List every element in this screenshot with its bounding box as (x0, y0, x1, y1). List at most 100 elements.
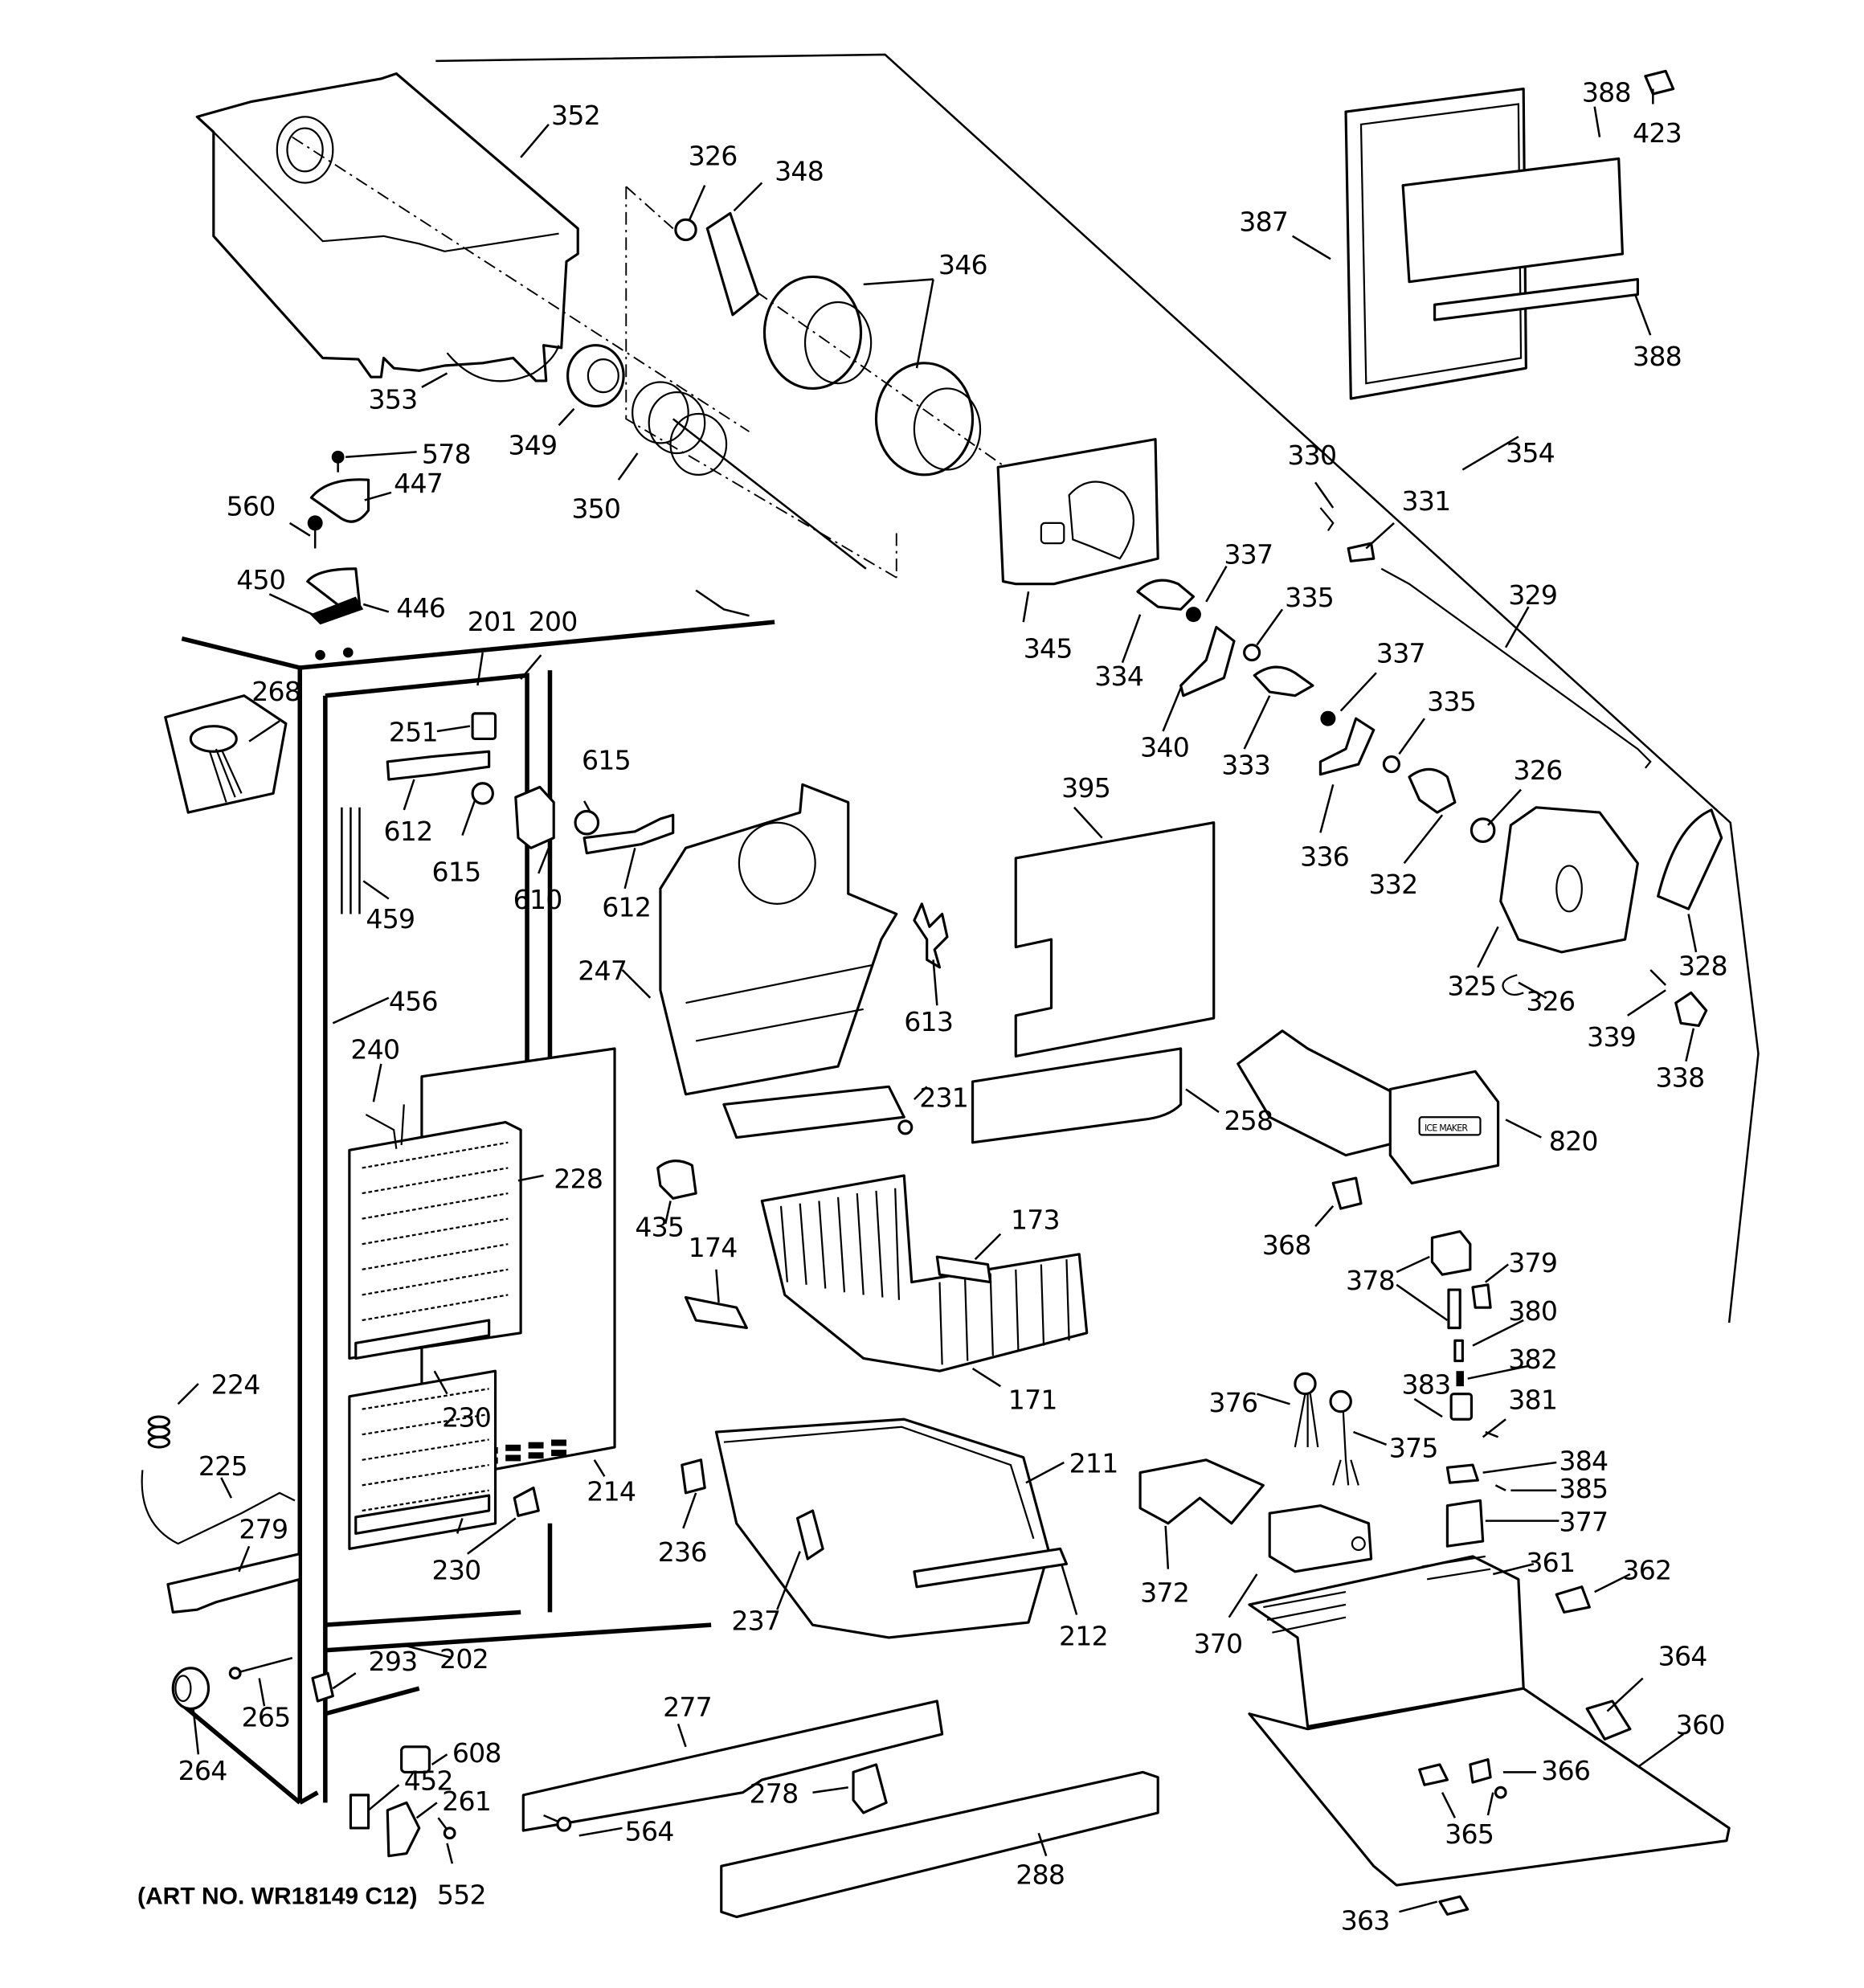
bracket-part-278[interactable] (852, 1763, 888, 1814)
auger-part-350[interactable] (632, 381, 867, 570)
motor-housing-part-325[interactable] (1499, 806, 1639, 954)
slide-part-173[interactable] (935, 1255, 992, 1284)
drain-tube-part-225[interactable] (141, 1470, 296, 1545)
retainer-part-326[interactable] (674, 218, 697, 242)
cam-part-334[interactable] (1136, 579, 1196, 611)
switch-part-251[interactable] (471, 712, 497, 741)
pin-part-265[interactable] (228, 1657, 293, 1680)
seat-part-384[interactable] (1445, 1463, 1479, 1484)
wire-part-353[interactable] (446, 345, 560, 382)
trim-part-388b[interactable] (1433, 277, 1639, 321)
screw-part-231[interactable] (897, 1119, 914, 1135)
callout-236: 236 (658, 1536, 707, 1568)
bracket-part-379[interactable] (1471, 1283, 1492, 1309)
bracket-part-447[interactable] (309, 478, 370, 523)
cover-part-395[interactable] (1014, 821, 1216, 1057)
support-part-364[interactable] (1585, 1700, 1632, 1741)
washer-part-335a[interactable] (1243, 643, 1261, 662)
fan-motor-part-610[interactable] (514, 785, 555, 849)
callout-364: 364 (1658, 1641, 1707, 1672)
channel-part-279[interactable] (166, 1552, 301, 1614)
screw-part-564[interactable] (543, 1814, 572, 1832)
defrost-thermostat-part-240[interactable] (365, 1104, 405, 1149)
spring-part-337b[interactable] (1320, 710, 1336, 726)
bracket-part-377[interactable] (1445, 1499, 1485, 1548)
clip-part-362[interactable] (1555, 1585, 1591, 1614)
handle-part-212[interactable] (913, 1547, 1069, 1589)
screw-part-578[interactable] (331, 450, 345, 472)
bracket-part-612a[interactable] (386, 750, 491, 781)
screw-part-552[interactable] (437, 1817, 456, 1840)
clip-part-230[interactable] (513, 1486, 540, 1517)
bracket-part-368[interactable] (1331, 1176, 1363, 1210)
cover-part-258[interactable] (971, 1047, 1183, 1144)
lamp-part-375[interactable] (1329, 1389, 1359, 1486)
bracket-part-612b[interactable] (582, 813, 675, 855)
grille-part-288[interactable] (720, 1770, 1159, 1919)
hinge-pin-part-450[interactable] (309, 596, 364, 625)
pan-part-211[interactable] (714, 1417, 1050, 1639)
lever-part-336[interactable] (1318, 717, 1376, 776)
cover-part-372[interactable] (1138, 1458, 1265, 1525)
light-socket-part-268[interactable] (164, 694, 288, 814)
callout-251: 251 (389, 717, 438, 748)
callout-423: 423 (1633, 117, 1682, 149)
ice-bucket-part-352[interactable] (195, 72, 750, 432)
hinge-part-261[interactable] (386, 1801, 421, 1858)
crusher-blades-part-346[interactable] (756, 275, 1118, 547)
door-flap-part-388a[interactable] (1401, 157, 1625, 284)
ice-maker-part-820[interactable]: ICE MAKER (1237, 1029, 1500, 1184)
spring-part-337a[interactable] (1185, 607, 1201, 623)
lamp-part-376[interactable] (1294, 1372, 1319, 1448)
fan-blade-part-613[interactable] (913, 902, 949, 969)
motor-part-370[interactable] (1268, 1504, 1373, 1573)
strip-part-459[interactable] (341, 807, 361, 914)
heater-bracket-part-230b[interactable] (354, 1494, 491, 1536)
callout-333: 333 (1221, 750, 1270, 781)
bumper-part-366[interactable] (1469, 1758, 1492, 1784)
washer-part-335b[interactable] (1382, 755, 1400, 774)
blade-part-348[interactable] (705, 211, 760, 317)
spring-part-382[interactable] (1456, 1371, 1464, 1387)
cam-part-333[interactable] (1253, 665, 1314, 697)
motor-plate-part-345[interactable] (996, 438, 1159, 586)
lever-part-340[interactable] (1179, 625, 1236, 697)
clip-part-326c[interactable] (1502, 974, 1524, 996)
tray-part-360[interactable] (1248, 1687, 1731, 1887)
support-part-293[interactable] (311, 1671, 334, 1703)
rod-part-329[interactable] (1380, 567, 1652, 769)
cam-part-608[interactable] (400, 1745, 431, 1774)
roller-part-264[interactable] (171, 1667, 211, 1711)
spring-part-224[interactable] (147, 1415, 171, 1449)
bracket-part-231[interactable] (722, 1085, 905, 1139)
bracket-part-338[interactable] (1674, 991, 1708, 1028)
heater-bracket-part-230a[interactable] (354, 1319, 491, 1360)
pin-part-380[interactable] (1453, 1339, 1464, 1363)
pin-part-385[interactable] (1494, 1484, 1506, 1491)
door-part-328[interactable] (1657, 808, 1723, 910)
shim-part-452[interactable] (349, 1794, 370, 1830)
wire-basket-part-171[interactable] (760, 1174, 1089, 1372)
grommet-part-615a[interactable] (471, 782, 494, 805)
bearing-part-349[interactable] (566, 344, 625, 408)
bumper-part-365[interactable] (1418, 1763, 1449, 1786)
bracket-part-236[interactable] (681, 1458, 706, 1495)
bushing-part-423[interactable] (1644, 69, 1675, 96)
callout-360: 360 (1676, 1709, 1725, 1741)
spring-part-330[interactable] (1319, 507, 1335, 531)
grommet-part-615b[interactable] (574, 809, 600, 836)
clip-part-435[interactable] (656, 1160, 697, 1200)
screw-part-560[interactable] (307, 515, 323, 549)
rail-part-277[interactable] (521, 1700, 944, 1832)
air-duct-part-247[interactable] (659, 783, 898, 1096)
callout-338: 338 (1655, 1061, 1704, 1093)
clip-part-363[interactable] (1438, 1895, 1470, 1916)
pin-part-339[interactable] (1649, 969, 1667, 986)
slide-part-174[interactable] (684, 1295, 748, 1330)
slide-part-237[interactable] (795, 1509, 824, 1561)
solenoid-coil-part-378[interactable] (1430, 1229, 1472, 1276)
plunger-part-378[interactable] (1447, 1288, 1461, 1330)
sleeve-part-383[interactable] (1449, 1393, 1474, 1421)
cam-part-332[interactable] (1408, 767, 1457, 814)
callout-363: 363 (1341, 1904, 1390, 1936)
